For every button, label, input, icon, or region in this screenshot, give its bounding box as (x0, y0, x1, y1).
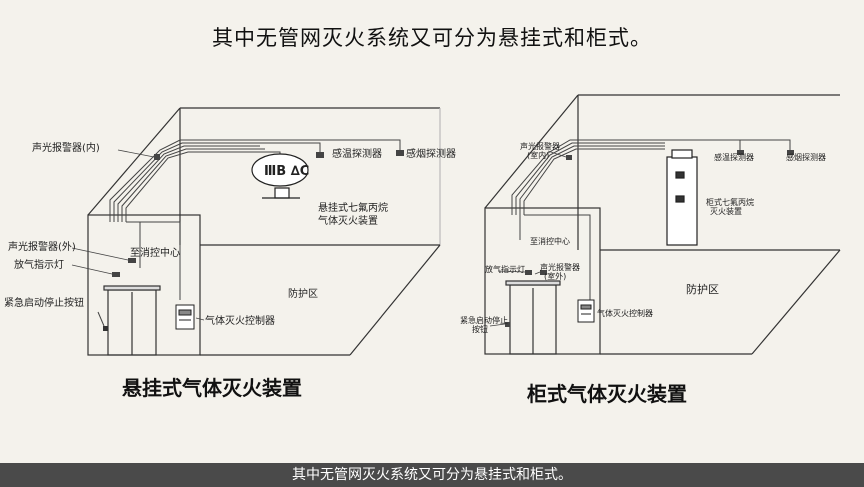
left-protected-zone-label: 防护区 (288, 287, 318, 300)
left-alarm-inside-pointer (117, 149, 155, 158)
left-smoke-detector-icon (396, 150, 404, 156)
hanging-device-nozzle (274, 187, 290, 199)
slide-title: 其中无管网灭火系统又可分为悬挂式和柜式。 (212, 26, 652, 50)
right-cable-bundle (511, 139, 791, 300)
cabinet-device-top (671, 149, 693, 159)
right-smoke-detector-label: 感烟探测器 (786, 152, 826, 162)
right-alarm-inside-label-2: (室内) (527, 150, 549, 160)
right-controller-label: 气体灭火控制器 (597, 308, 653, 318)
left-device-label-2: 气体灭火装置 (318, 214, 378, 227)
cabinet-device (666, 149, 698, 246)
right-emergency-button-label-1: 紧急启动停止 (460, 315, 508, 325)
hanging-device: ⅢB ∆C (251, 153, 309, 199)
left-alarm-outside-icon (128, 258, 136, 263)
left-discharge-pointer (71, 264, 113, 275)
diagram-canvas: ⅢB ∆C 声光报警器(内) 声光报警器(外) 放气指示灯 紧急启动停止按钮 感… (4, 94, 841, 356)
left-alarm-inside-label: 声光报警器(内) (32, 141, 100, 154)
right-floor-right-edge (751, 249, 841, 355)
left-controller-icon (175, 304, 195, 330)
right-controller-icon (577, 299, 595, 323)
left-heat-detector-label: 感温探测器 (332, 147, 382, 160)
left-cable-bundle (109, 139, 401, 300)
right-emergency-button-label-2: 按钮 (472, 324, 488, 334)
right-alarm-outside-label-2: (室外) (544, 271, 566, 281)
subtitle-bar: 其中无管网灭火系统又可分为悬挂式和柜式。 (0, 463, 864, 487)
left-discharge-light-icon (112, 272, 120, 277)
hanging-device-tank (251, 153, 309, 187)
left-alarm-outside-label: 声光报警器(外) (8, 240, 76, 253)
left-ceiling-left-edge (87, 107, 181, 216)
right-heat-detector-label: 感温探测器 (714, 152, 754, 162)
left-door-frame-top (103, 285, 161, 291)
left-controller-label: 气体灭火控制器 (205, 314, 275, 327)
right-device-label-2: 灭火装置 (710, 206, 742, 216)
left-floor-right-edge (349, 244, 441, 356)
right-alarm-inside-icon (566, 155, 572, 160)
left-alarm-outside-pointer (71, 247, 129, 261)
right-protected-zone-label: 防护区 (686, 282, 719, 296)
right-alarm-inside-label-1: 声光报警器 (520, 141, 560, 151)
left-caption: 悬挂式气体灭火装置 (122, 376, 302, 400)
right-heat-detector-icon (737, 150, 744, 155)
slide-background (0, 0, 864, 463)
left-emergency-button-label: 紧急启动停止按钮 (4, 296, 84, 309)
left-smoke-detector-label: 感烟探测器 (406, 147, 456, 160)
right-alarm-outside-icon (540, 270, 547, 275)
right-discharge-light-label: 放气指示灯 (485, 264, 525, 274)
right-to-control-label: 至消控中心 (530, 236, 570, 246)
right-emergency-pointer (489, 323, 506, 327)
right-alarm-inside-pointer (547, 150, 567, 158)
right-alarm-outside-pointer (534, 271, 541, 275)
right-emergency-button-icon (505, 322, 510, 327)
right-room (484, 94, 841, 355)
right-ceiling-left-edge (484, 94, 579, 209)
right-caption: 柜式气体灭火装置 (527, 382, 687, 406)
right-discharge-light-icon (525, 270, 532, 275)
left-controller-pointer (195, 317, 205, 321)
right-alarm-outside-label-1: 声光报警器 (540, 262, 580, 272)
right-smoke-detector-icon (787, 150, 794, 155)
right-device-label-1: 柜式七氟丙烷 (706, 197, 754, 207)
left-to-control-label: 至消控中心 (130, 246, 180, 259)
svg-text:ⅢB ∆C: ⅢB ∆C (264, 164, 309, 179)
left-device-label-1: 悬挂式七氟丙烷 (318, 201, 388, 214)
left-discharge-light-label: 放气指示灯 (14, 258, 64, 271)
left-emergency-pointer (97, 311, 105, 327)
left-alarm-inside-icon (154, 154, 160, 160)
left-emergency-button-icon (103, 326, 108, 331)
right-door-frame-top (505, 280, 561, 286)
left-room (87, 107, 441, 356)
left-front-wall (87, 214, 201, 356)
left-heat-detector-icon (316, 152, 324, 158)
right-discharge-pointer (497, 270, 526, 273)
